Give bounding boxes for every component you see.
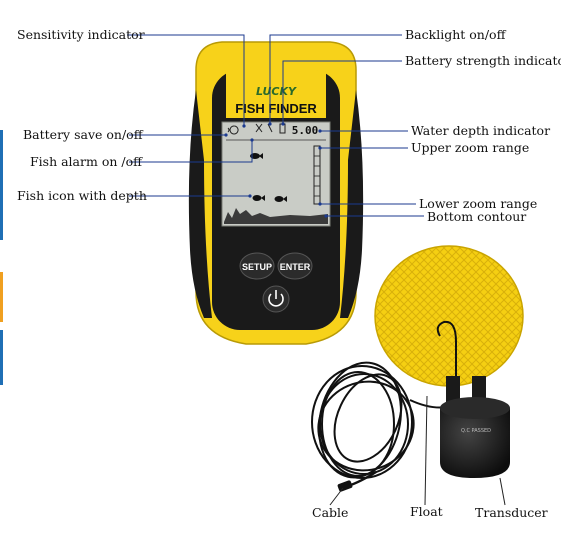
power-icon [268, 293, 284, 307]
top-band [226, 66, 326, 118]
power-button[interactable] [262, 285, 290, 313]
label-float: Float [410, 504, 443, 519]
leader-sensitivity [127, 34, 245, 126]
sensitivity-icon [229, 125, 239, 135]
backlight-icon [255, 123, 263, 133]
label-transducer: Transducer [475, 505, 548, 520]
label-water-depth: Water depth indicator [411, 123, 551, 138]
edge-strip-blue-lower [0, 330, 3, 385]
float-disc [374, 245, 524, 388]
lcd-bottom-contour [224, 208, 328, 224]
leader-battery-strength [282, 60, 402, 124]
fish-finder-device: LUCKY FISH FINDER 5.00 [188, 41, 364, 345]
label-fish-alarm: Fish alarm on /off [30, 154, 142, 169]
brand-logo: LUCKY [256, 85, 297, 98]
battery-save-icon [227, 127, 230, 133]
transducer: Q.C PASSED [440, 376, 510, 478]
leader-fish-alarm [129, 140, 253, 163]
alarm-icon [267, 123, 273, 133]
label-backlight: Backlight on/off [405, 27, 506, 42]
zoom-scale-bar [313, 145, 321, 205]
transducer-qc-label: Q.C PASSED [461, 428, 491, 434]
setup-button[interactable]: SETUP [239, 252, 275, 280]
leader-lines [127, 34, 424, 217]
model-title: FISH FINDER [235, 101, 317, 116]
leader-float [424, 395, 428, 506]
label-sensitivity-indicator: Sensitivity indicator [17, 27, 145, 42]
lcd-status-icons [227, 123, 286, 135]
edge-strip-blue [0, 130, 3, 240]
label-lower-zoom: Lower zoom range [419, 196, 538, 211]
fish-icon-middle [252, 195, 265, 201]
leader-endpoints [224, 122, 328, 218]
label-bottom-contour: Bottom contour [427, 209, 527, 224]
left-grip [188, 90, 212, 318]
float-hook [436, 320, 457, 388]
leader-transducer [499, 477, 506, 506]
label-upper-zoom: Upper zoom range [411, 140, 530, 155]
enter-button-label: ENTER [280, 262, 311, 272]
lcd-screen [221, 121, 331, 227]
label-cable: Cable [312, 505, 349, 520]
enter-button[interactable]: ENTER [277, 252, 313, 280]
label-battery-save: Battery save on/off [23, 127, 143, 142]
label-battery-strength: Battery strength indicator [405, 53, 561, 68]
label-fish-icon-depth: Fish icon with depth [17, 188, 147, 203]
setup-button-label: SETUP [242, 262, 272, 272]
fish-icon-lower [274, 196, 287, 202]
leader-backlight [269, 34, 402, 124]
zoom-scale-ticks [314, 155, 320, 197]
leader-cable [329, 487, 344, 506]
cable-plug [337, 480, 353, 492]
bottom-leaders [329, 395, 506, 506]
edge-strip-orange [0, 272, 3, 322]
lcd-depth-readout: 5.00 [292, 124, 319, 137]
